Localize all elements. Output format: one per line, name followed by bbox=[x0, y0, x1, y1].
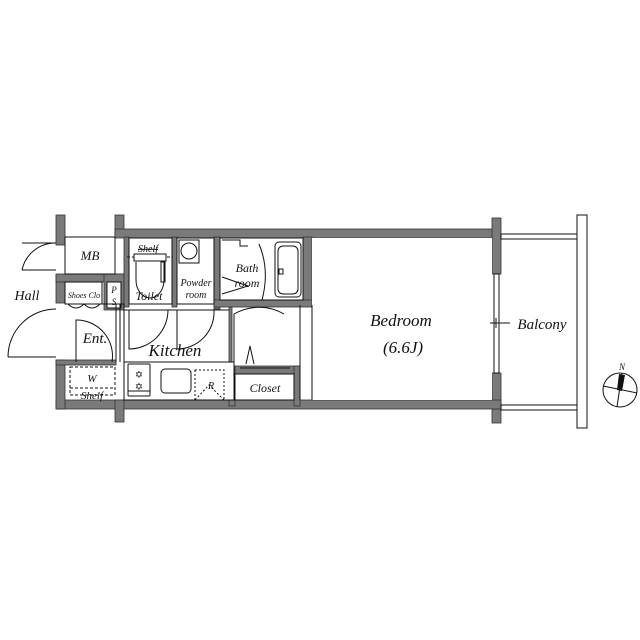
compass-north-icon: N bbox=[602, 362, 638, 408]
label-bedroom-size: (6.6J) bbox=[383, 338, 423, 357]
label-powder-2: room bbox=[186, 290, 207, 301]
svg-text:✡: ✡ bbox=[135, 370, 143, 381]
label-w-shelf: Shelf bbox=[81, 390, 105, 402]
balcony-window bbox=[490, 273, 510, 374]
label-toilet: Toilet bbox=[136, 289, 164, 303]
fixtures bbox=[69, 239, 302, 401]
label-hall: Hall bbox=[14, 289, 40, 304]
svg-text:✡: ✡ bbox=[135, 382, 143, 393]
balcony bbox=[500, 214, 588, 429]
label-shelf-top: Shelf bbox=[138, 244, 159, 255]
compass-north-label: N bbox=[618, 362, 626, 372]
label-ps-p: P bbox=[110, 285, 117, 295]
label-refrigerator: R bbox=[207, 381, 214, 392]
label-shoes-closet: Shoes Clo bbox=[68, 291, 100, 300]
label-kitchen: Kitchen bbox=[148, 341, 202, 360]
label-powder-1: Powder bbox=[179, 278, 211, 289]
interior-lines bbox=[64, 236, 492, 401]
label-mb: MB bbox=[80, 248, 100, 263]
label-entrance: Ent. bbox=[82, 331, 108, 347]
stove-burner-icons: ✡ ✡ bbox=[135, 370, 143, 393]
label-balcony: Balcony bbox=[517, 317, 566, 333]
label-bath-1: Bath bbox=[236, 261, 259, 275]
label-w: W bbox=[87, 373, 97, 385]
label-bath-2: room bbox=[235, 276, 260, 290]
doors bbox=[7, 239, 285, 365]
label-ps-s: S bbox=[112, 297, 117, 307]
label-closet: Closet bbox=[250, 381, 281, 395]
label-bedroom: Bedroom bbox=[370, 311, 432, 330]
